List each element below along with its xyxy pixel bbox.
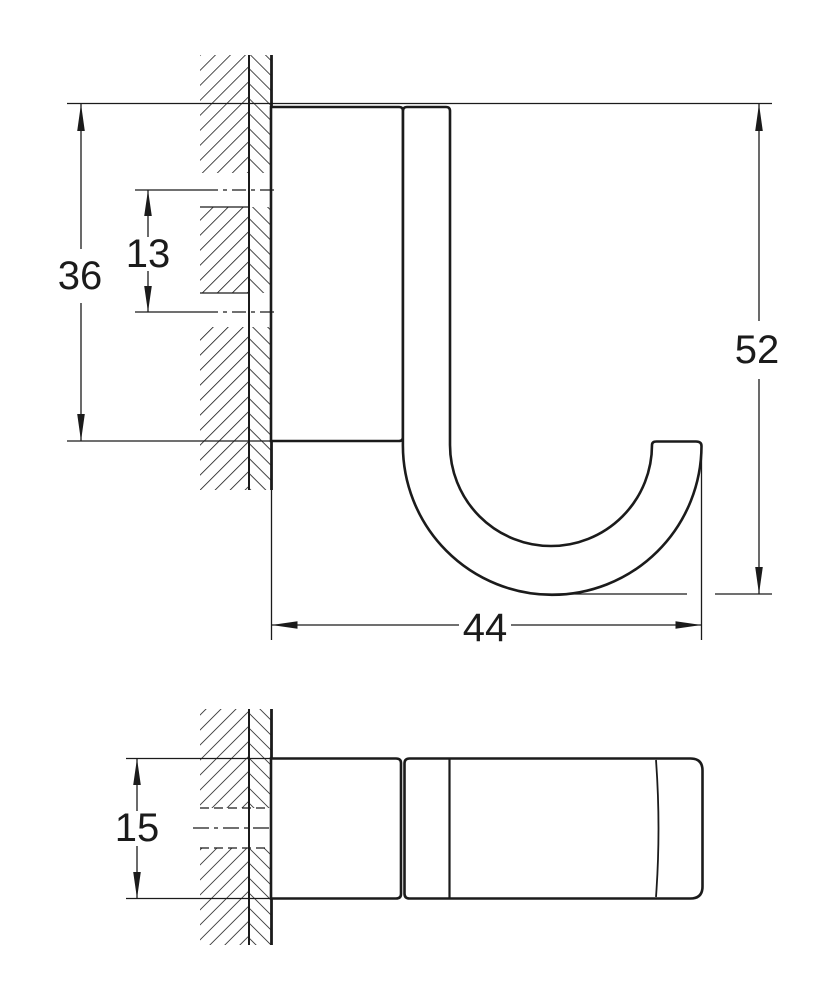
dimension-13: 13	[126, 190, 171, 312]
arrowhead-down	[133, 872, 141, 899]
hook-tip-edge-line	[655, 759, 660, 898]
dim-label-overall-depth: 44	[463, 606, 508, 650]
arrowhead-up	[133, 758, 141, 785]
dim-label-hole-spacing: 13	[126, 232, 171, 276]
hook-arm-profile	[401, 105, 703, 597]
arrowhead-up	[755, 104, 763, 131]
mount-plate-plan	[269, 757, 403, 900]
side-view: 36 13 52 44	[58, 55, 780, 650]
arrowhead-down	[77, 414, 85, 441]
wall-hatch-facing	[249, 55, 271, 490]
dim-label-body-width: 15	[115, 806, 160, 850]
hook-arm-plan	[403, 757, 704, 900]
wall-hatch-segment	[200, 327, 249, 490]
wall-hatch-segment	[200, 848, 249, 945]
dim-label-mount-plate-height: 36	[58, 254, 103, 298]
dim-label-overall-height: 52	[735, 328, 780, 372]
dimension-52: 52	[540, 104, 780, 595]
plan-view: 15	[115, 709, 704, 945]
dimension-36: 36	[58, 104, 283, 442]
wall-hatch-main	[200, 709, 249, 945]
wall-hatch-segment	[249, 207, 271, 293]
wall-hatch-segment	[249, 55, 271, 173]
arrowhead-down	[755, 567, 763, 594]
arrowhead-up	[77, 104, 85, 131]
dimension-15: 15	[115, 757, 271, 900]
wall-hatch-main	[200, 55, 249, 490]
arrowhead-up	[144, 190, 152, 216]
wall-hatch-segment	[200, 55, 249, 173]
arrowhead-right	[675, 621, 702, 629]
hole-centerlines	[135, 189, 278, 313]
wall-hatch-segment	[249, 327, 271, 490]
arrowhead-left	[271, 621, 298, 629]
wall-hatch-facing	[249, 709, 271, 945]
arrowhead-down	[144, 286, 152, 312]
wall-hatch-segment	[200, 207, 249, 293]
wall-hatch-segment	[249, 848, 271, 945]
dimension-44: 44	[270, 445, 703, 650]
mount-plate-profile	[269, 105, 405, 443]
